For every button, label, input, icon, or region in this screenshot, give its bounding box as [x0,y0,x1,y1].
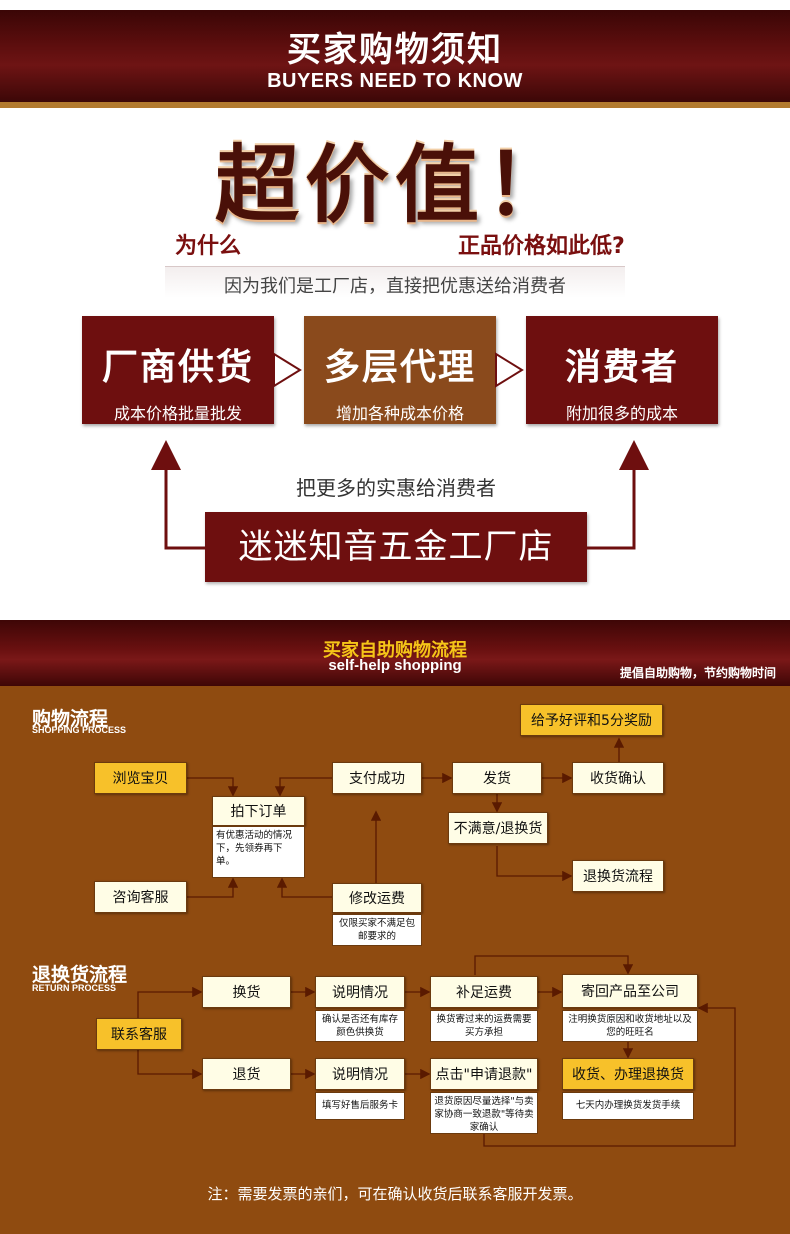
return-process-subtitle: RETURN PROCESS [32,983,117,993]
contact-service-step: 联系客服 [96,1018,182,1050]
header-banner [0,10,790,108]
apply-refund-note: 退货原因尽量选择"与卖家协商一致退款"等待卖家确认 [430,1092,538,1134]
invoice-note: 注：需要发票的亲们，可在确认收货后联系客服开发票。 [207,1185,583,1203]
unsatisfied-step: 不满意/退换货 [448,812,548,844]
self-help-slogan: 提倡自助购物，节约购物时间 [619,666,776,680]
pay-freight-step: 补足运费 [430,976,538,1008]
modify-freight-step: 修改运费 [332,883,422,913]
self-help-title: 买家自助购物流程 [323,640,467,661]
send-back-step: 寄回产品至公司 [562,974,698,1008]
return-flow-step: 退换货流程 [572,860,664,892]
review-reward-step: 给予好评和5分奖励 [520,704,663,736]
more-benefits-text: 把更多的实惠给消费者 [296,476,496,500]
chain-title: 厂商供货 [101,347,254,388]
modify-freight-note: 仅限买家不满足包邮要求的 [332,914,422,946]
receive-process-note: 七天内办理换货发货手续 [562,1092,694,1120]
self-help-banner [0,620,790,686]
chain-agents: 多层代理 增加各种成本价格 [304,316,496,424]
browse-step: 浏览宝贝 [94,762,187,794]
confirm-receipt-step: 收货确认 [572,762,664,794]
receive-process-step: 收货、办理退换货 [562,1058,694,1090]
explain-note-2: 填写好售后服务卡 [315,1092,405,1120]
hero-because: 因为我们是工厂店，直接把优惠送给消费者 [224,276,566,297]
chain-title: 多层代理 [323,347,476,388]
header-title: 买家购物须知 [287,30,503,70]
pay-step: 支付成功 [332,762,422,794]
order-step: 拍下订单 [212,796,305,826]
explain-step-2: 说明情况 [315,1058,405,1090]
consult-step: 咨询客服 [94,881,187,913]
chain-manufacturer: 厂商供货 成本价格批量批发 [82,316,274,424]
chain-title: 消费者 [564,347,679,388]
hero-why: 为什么 [175,234,242,259]
self-help-subtitle: self-help shopping [328,657,462,674]
order-note: 有优惠活动的情况下，先领券再下单。 [212,826,305,878]
explain-step-1: 说明情况 [315,976,405,1008]
shopping-process-subtitle: SHOPPING PROCESS [32,725,127,735]
explain-note-1: 确认是否还有库存颜色供换货 [315,1010,405,1042]
pay-freight-note: 换货寄过来的运费需要买方承担 [430,1010,538,1042]
chain-desc: 增加各种成本价格 [335,404,464,423]
chain-desc: 成本价格批量批发 [113,404,242,423]
exchange-step: 换货 [202,976,291,1008]
because-band [165,266,625,298]
send-back-note: 注明换货原因和收货地址以及您的旺旺名 [562,1010,698,1042]
hero-question: 正品价格如此低? [458,234,625,259]
hero-title: 超价值！ [214,136,575,234]
header-subtitle: BUYERS NEED TO KNOW [267,70,523,92]
refund-step: 退货 [202,1058,291,1090]
shopping-process-title: 购物流程 [32,708,109,730]
return-process-title: 退换货流程 [32,964,128,986]
chain-desc: 附加很多的成本 [565,404,678,423]
factory-name: 迷迷知音五金工厂店 [205,512,587,582]
ship-step: 发货 [452,762,542,794]
chain-consumer: 消费者 附加很多的成本 [526,316,718,424]
apply-refund-step: 点击"申请退款" [430,1058,538,1090]
